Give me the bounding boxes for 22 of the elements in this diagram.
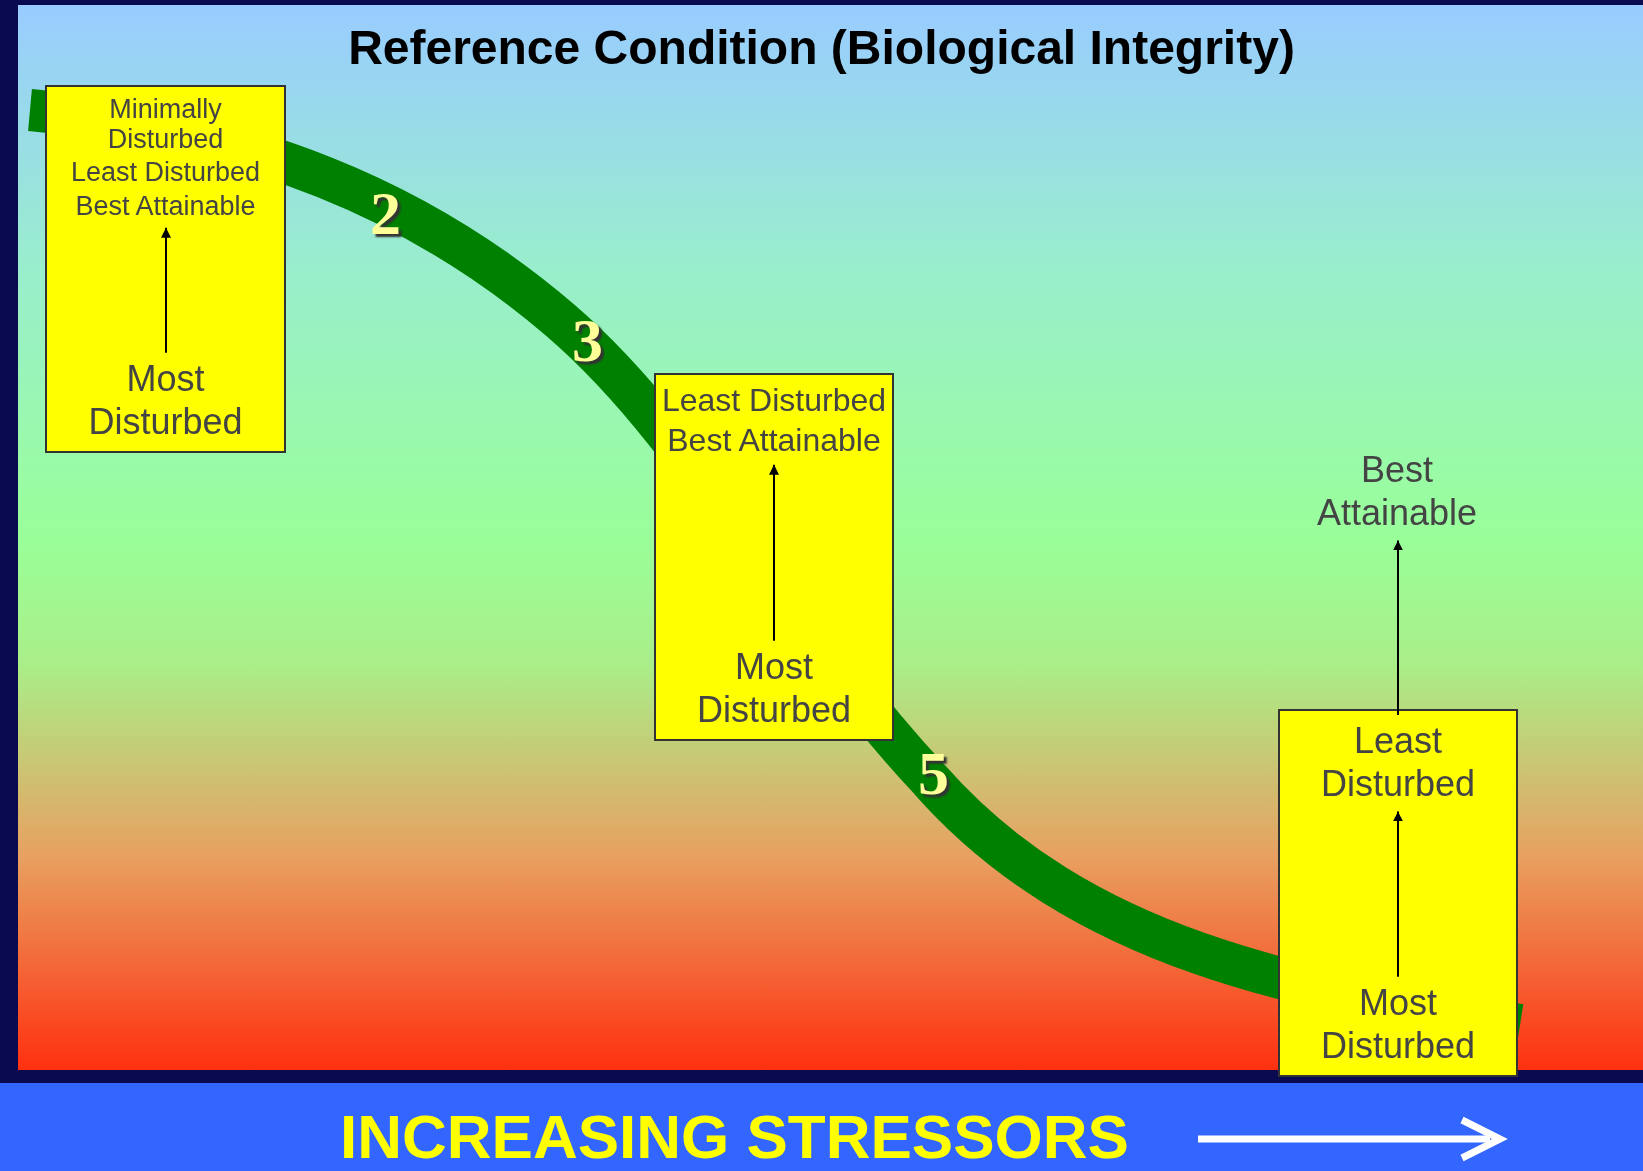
title: Reference Condition (Biological Integrity) <box>347 20 1296 75</box>
condition-label: Most Disturbed <box>660 644 888 731</box>
condition-box <box>1278 709 1518 1077</box>
axis-label: INCREASING STRESSORS <box>340 1106 1129 1168</box>
condition-label: Least Disturbed <box>661 383 887 419</box>
condition-label: Minimally Disturbed <box>51 95 280 155</box>
arrow <box>161 226 171 354</box>
condition-label: Most Disturbed <box>51 356 280 443</box>
condition-label: Best Attainable <box>1297 448 1497 535</box>
arrow <box>1393 539 1403 716</box>
condition-box <box>654 373 894 741</box>
condition-label: Most Disturbed <box>1284 980 1512 1067</box>
condition-box <box>45 85 286 453</box>
condition-label: Best Attainable <box>75 192 256 222</box>
segment-number: 3 <box>572 305 603 376</box>
condition-label: Best Attainable <box>667 422 881 459</box>
arrow <box>769 463 779 642</box>
segment-number: 5 <box>918 738 949 809</box>
condition-label: Least Disturbed <box>1284 719 1512 806</box>
arrow <box>1393 810 1403 978</box>
condition-label: Least Disturbed <box>70 158 261 189</box>
segment-number: 2 <box>370 178 401 249</box>
